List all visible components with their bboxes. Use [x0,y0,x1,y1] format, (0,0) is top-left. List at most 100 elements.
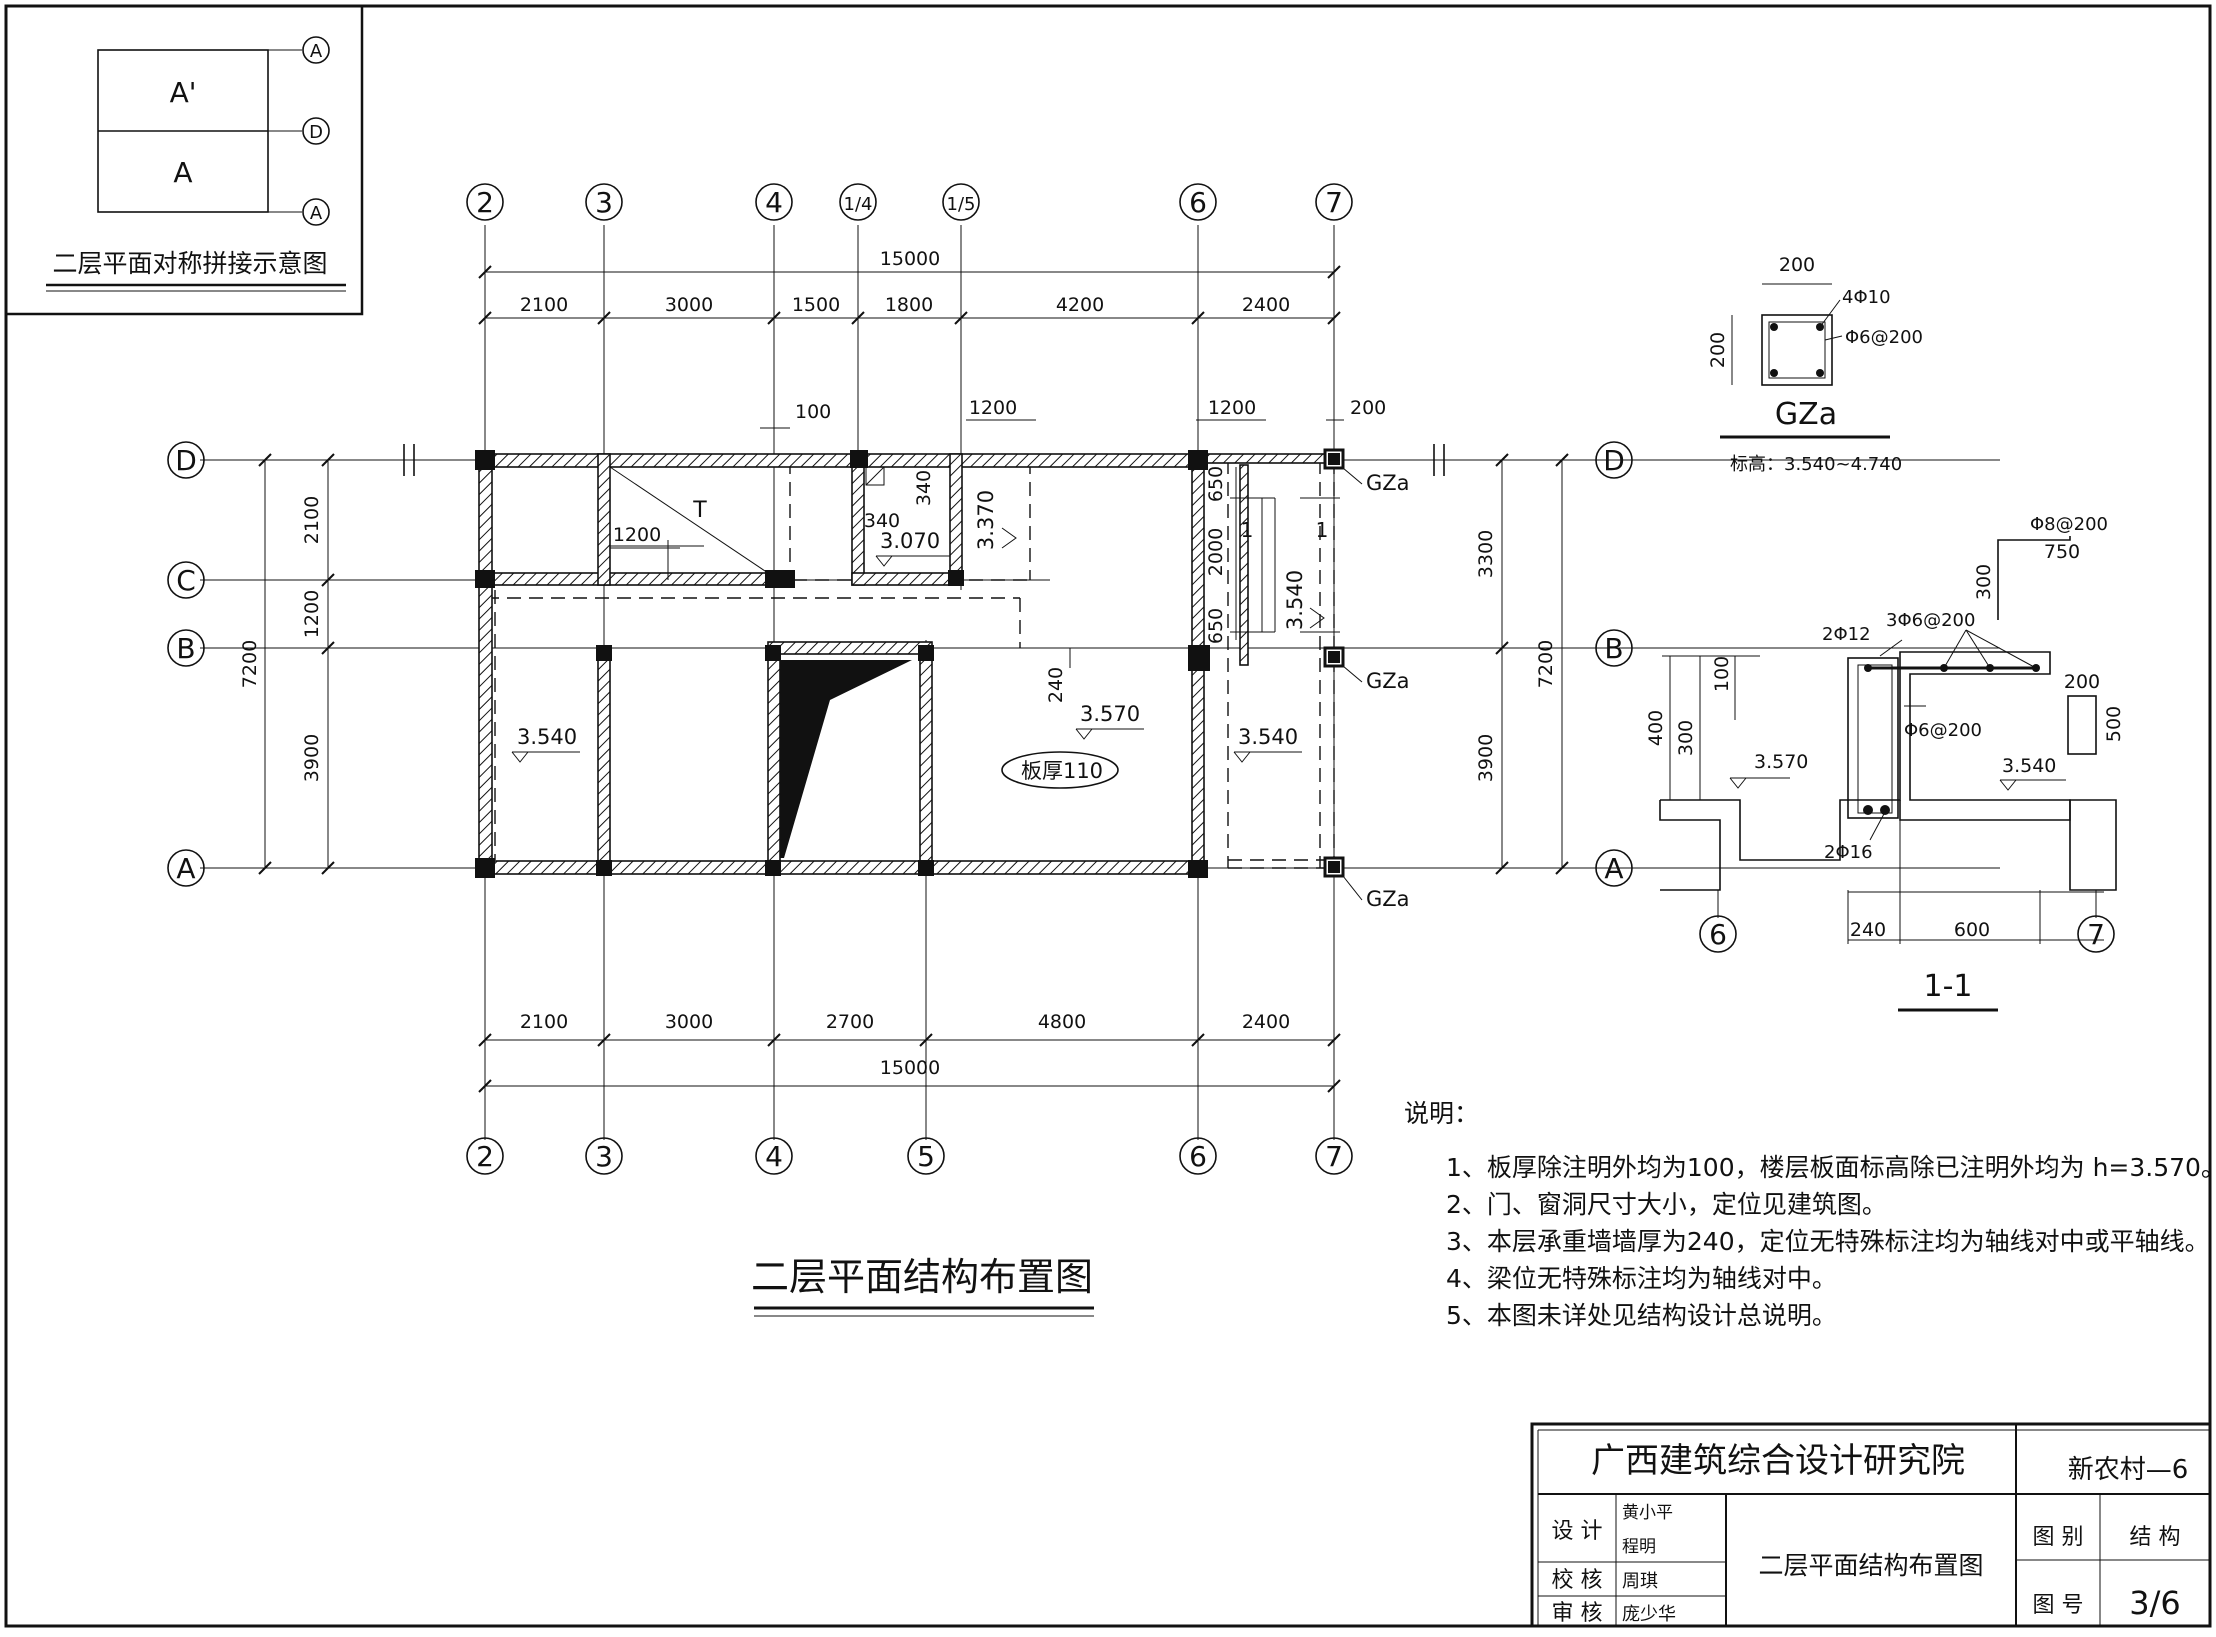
dim-bottom-3: 2700 [826,1011,874,1033]
tb-institute: 广西建筑综合设计研究院 [1591,1441,1965,1481]
section-d200: 200 [2064,671,2100,693]
axis-top-7: 7 [1325,186,1343,219]
section-d400: 400 [1645,710,1667,746]
dim-240: 240 [1045,667,1067,703]
dims-top: 15000 2100 3000 1500 1800 4200 2400 [478,248,1341,325]
stair-void [780,660,912,858]
axis-right-d: D [1603,444,1625,477]
floor-plan: T 1 1 [200,225,2000,1140]
dim-right-1: 3300 [1475,530,1497,578]
inset-axis-a-bottom: A [310,203,323,224]
axis-bottom-3: 3 [595,1140,613,1173]
note-4: 4、梁位无特殊标注均为轴线对中。 [1446,1264,1837,1293]
axis-left-d: D [175,444,197,477]
tb-category: 结 构 [2130,1525,2181,1550]
section-d500: 500 [2103,706,2125,742]
section-d100: 100 [1711,656,1733,692]
axis-bubbles-left: D C B A 7200 2100 1200 3900 [167,441,335,887]
tb-reviewer: 庞少华 [1622,1604,1676,1625]
dim-1200-top-mid: 1200 [969,397,1017,419]
dim-left-2: 1200 [301,590,323,638]
gza-name: GZa [1775,397,1837,432]
dim-bottom-5: 2400 [1242,1011,1290,1033]
dim-top-4: 1800 [885,294,933,316]
axis-top-2: 2 [476,186,494,219]
elev-3540-vertical: 3.540 [1283,570,1307,630]
tb-drawing-name: 二层平面结构布置图 [1758,1551,1983,1580]
section-stirrup: Φ6@200 [1904,720,1982,741]
elev-3540-right: 3.540 [1238,725,1298,749]
note-3: 3、本层承重墙墙厚为240，定位无特殊标注均为轴线对中或平轴线。 [1446,1227,2210,1256]
section-bar-2phi12: 2Φ12 [1822,624,1871,645]
elev-3370: 3.370 [974,490,998,550]
tb-number-label: 图 号 [2033,1593,2084,1618]
inset-lower-label: A [173,156,192,189]
section-mark-1b: 1 [1316,518,1329,542]
inset-axis-d: D [309,122,323,143]
title-block: 广西建筑综合设计研究院 新农村—6 设 计 黄小平 程明 校 核 周琪 审 核 … [1530,1422,2212,1628]
axis-left-c: C [176,564,196,597]
axis-bottom-6: 6 [1189,1140,1207,1173]
dim-bottom-4: 4800 [1038,1011,1086,1033]
section-axis-6: 6 [1709,918,1727,951]
section-bar-2phi16: 2Φ16 [1824,842,1873,863]
note-1: 1、板厚除注明外均为100，楼层板面标高除已注明外均为 h=3.570。 [1446,1153,2216,1182]
dim-top-5: 4200 [1056,294,1104,316]
dim-left-1: 2100 [301,496,323,544]
elev-3570: 3.570 [1080,702,1140,726]
axis-top-1-5: 1/5 [947,194,976,215]
gza-elevation: 标高：3.540~4.740 [1730,454,1902,475]
section-elev-3540: 3.540 [2002,755,2056,777]
elev-3070: 3.070 [880,529,940,553]
tb-number: 3/6 [2129,1584,2181,1622]
tb-check-label: 校 核 [1552,1568,1603,1593]
dim-650-top: 650 [1205,466,1227,502]
axis-bubbles-right: D B A 3300 3900 7200 [1475,441,1633,887]
axis-top-6: 6 [1189,186,1207,219]
dim-bottom-total: 15000 [880,1057,940,1079]
dim-right-total: 7200 [1535,640,1557,688]
dim-340-vertical: 340 [913,470,935,506]
section-detail: Φ8@200 750 300 2Φ12 3Φ6@200 100 400 300 … [1645,514,2125,1012]
axis-bottom-4: 4 [765,1140,783,1173]
axis-top-1-4: 1/4 [844,194,873,215]
axis-left-a: A [176,852,195,885]
tb-designer-2: 程明 [1622,1537,1656,1557]
sheet-border [4,4,2212,1628]
notes-heading: 说明： [1404,1099,1479,1128]
dim-100: 100 [795,401,831,423]
dim-left-total: 7200 [239,640,261,688]
dim-top-2: 3000 [665,294,713,316]
dim-top-1: 2100 [520,294,568,316]
axis-bottom-2: 2 [476,1140,494,1173]
inset-upper-label: A' [170,76,197,109]
section-d240: 240 [1850,919,1886,941]
section-d600: 600 [1954,919,1990,941]
gza-height: 200 [1707,332,1729,368]
note-2: 2、门、窗洞尺寸大小，定位见建筑图。 [1446,1190,1887,1219]
stair-label: T [692,498,707,523]
axis-bubbles-top: 2 3 4 1/4 1/5 6 7 [466,183,1353,221]
section-bar-3phi6: 3Φ6@200 [1886,610,1975,631]
axis-bottom-5: 5 [917,1140,935,1173]
note-5: 5、本图未详处见结构设计总说明。 [1446,1301,1837,1330]
axis-right-a: A [1604,852,1623,885]
section-d300: 300 [1675,720,1697,756]
dim-right-2: 3900 [1475,734,1497,782]
dims-bottom: 2100 3000 2700 4800 2400 15000 [478,1011,1341,1093]
dim-left-3: 3900 [301,734,323,782]
section-d300-vertical: 300 [1973,564,1995,600]
dim-top-6: 2400 [1242,294,1290,316]
slab-thickness-label: 板厚110 [1021,759,1103,783]
tb-designer-1: 黄小平 [1622,1503,1673,1523]
inset-diagram: A' A A D A 二层平面对称拼接示意图 [4,4,364,316]
gza-label-3: GZa [1366,887,1410,911]
gza-main-bar: 4Φ10 [1842,287,1891,308]
dim-650-bottom: 650 [1205,608,1227,644]
tb-design-label: 设 计 [1552,1519,1603,1544]
dim-top-total: 15000 [880,248,940,270]
inset-title: 二层平面对称拼接示意图 [52,249,327,278]
axis-bottom-7: 7 [1325,1140,1343,1173]
